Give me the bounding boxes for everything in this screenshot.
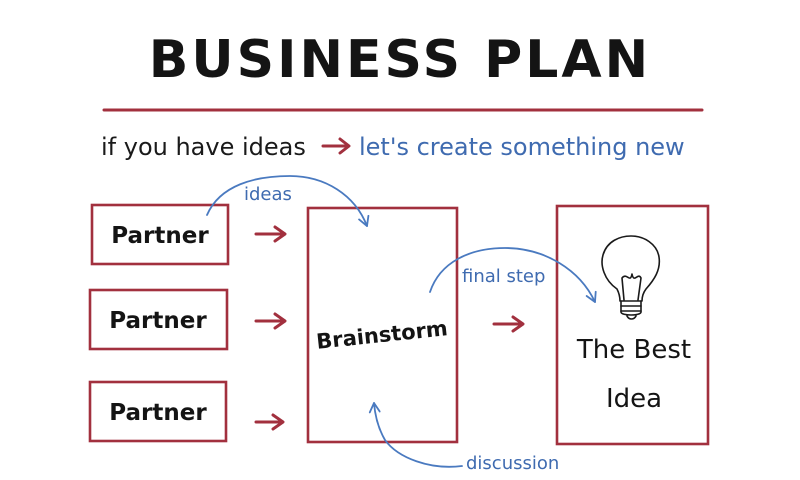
partner-box: Partner bbox=[88, 288, 229, 351]
final-step-note: final step bbox=[462, 266, 545, 287]
brainstorm-label: Brainstorm bbox=[315, 316, 449, 354]
subtitle-right: let's create something new bbox=[359, 133, 685, 161]
final-step-curve-arrow bbox=[429, 247, 597, 303]
ideas-note: ideas bbox=[244, 184, 292, 205]
arrow-right-icon bbox=[254, 312, 287, 330]
partner-box: Partner bbox=[88, 380, 228, 443]
subtitle-left: if you have ideas bbox=[101, 133, 306, 161]
ideas-curve-arrow bbox=[206, 175, 370, 227]
arrow-right-icon bbox=[254, 413, 285, 431]
discussion-note: discussion bbox=[466, 453, 559, 474]
arrow-right-icon bbox=[254, 225, 287, 243]
partner-label: Partner bbox=[109, 400, 207, 426]
partner-box: Partner bbox=[90, 203, 230, 266]
partner-label: Partner bbox=[109, 308, 207, 334]
discussion-curve-arrow bbox=[368, 402, 463, 468]
best-idea-line-2: Idea bbox=[606, 384, 662, 414]
lightbulb-icon bbox=[601, 235, 661, 320]
brainstorm-box: Brainstorm bbox=[306, 206, 459, 444]
page-title: BUSINESS PLAN bbox=[149, 30, 651, 90]
partner-label: Partner bbox=[111, 223, 209, 249]
subtitle-arrow-icon bbox=[321, 137, 351, 155]
best-idea-box: The Best Idea bbox=[555, 204, 710, 446]
best-idea-line-1: The Best bbox=[576, 335, 691, 365]
arrow-right-icon bbox=[492, 315, 525, 333]
